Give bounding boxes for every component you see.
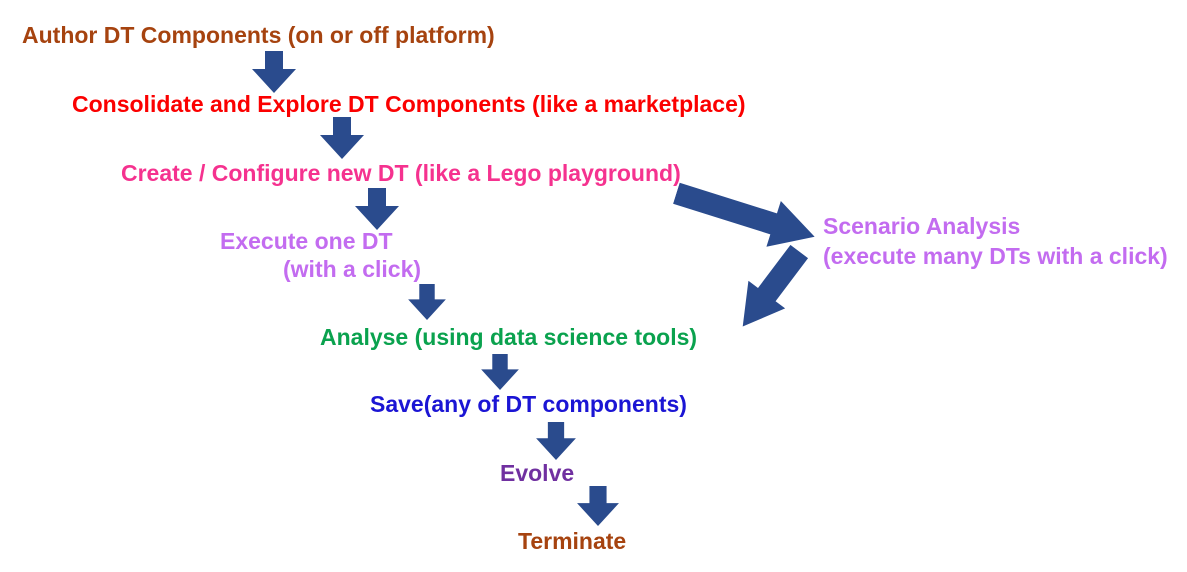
down-arrow-consolidate-to-create-icon bbox=[320, 117, 364, 159]
branch-scenario-analysis-sublabel: (execute many DTs with a click) bbox=[823, 243, 1168, 269]
branch-arrow-create-to-scenario-icon bbox=[669, 170, 822, 259]
down-arrow-create-to-execute-icon bbox=[355, 188, 399, 230]
down-arrow-save-to-evolve-icon bbox=[534, 422, 578, 460]
step-terminate-label: Terminate bbox=[518, 528, 627, 554]
down-arrow-execute-to-analyse-icon bbox=[405, 284, 449, 320]
step-execute-one-dt-sublabel: (with a click) bbox=[283, 256, 422, 282]
step-execute-one-dt-label: Execute one DT bbox=[220, 228, 393, 254]
down-arrow-author-to-consolidate-icon bbox=[252, 51, 296, 93]
step-consolidate-label: Consolidate and Explore DT Components (l… bbox=[72, 91, 746, 117]
step-create-configure-label: Create / Configure new DT (like a Lego p… bbox=[121, 160, 681, 186]
step-analyse-label: Analyse (using data science tools) bbox=[320, 324, 698, 350]
branch-arrow-scenario-to-analyse-icon bbox=[724, 238, 817, 341]
down-arrow-analyse-to-save-icon bbox=[478, 354, 522, 390]
branch-scenario-analysis-label: Scenario Analysis bbox=[823, 213, 1021, 239]
down-arrow-evolve-to-terminate-icon bbox=[576, 486, 620, 526]
step-author-label: Author DT Components (on or off platform… bbox=[22, 22, 495, 48]
step-save-label: Save(any of DT components) bbox=[370, 391, 687, 417]
step-evolve-label: Evolve bbox=[500, 460, 575, 486]
